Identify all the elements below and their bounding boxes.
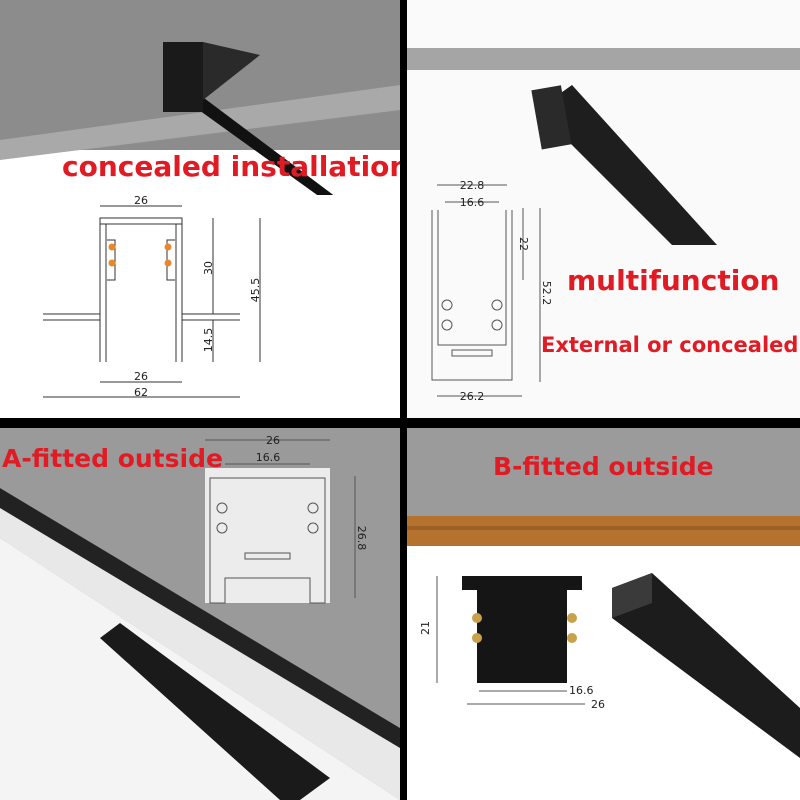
panel-title: B-fitted outside	[493, 452, 714, 481]
panel-title: A-fitted outside	[2, 444, 223, 473]
dim-bottom-width: 26.2	[460, 390, 485, 403]
dim-flange-width: 62	[134, 386, 148, 399]
dim-inner-width: 16.6	[256, 451, 281, 464]
dim-outer-width: 26	[591, 698, 605, 711]
dim-outer-width: 26	[266, 434, 280, 447]
panel-title: concealed installation	[62, 150, 400, 183]
panel-a-fitted-outside: 26 16.6 26.8 A-fitted outside	[0, 428, 400, 800]
dim-height: 26.8	[355, 526, 368, 551]
dim-total-height: 45.5	[249, 278, 262, 303]
dim-lower-height: 14.5	[202, 328, 215, 353]
dim-outer-width: 22.8	[460, 179, 485, 192]
multifunction-photo-and-drawing: 22.8 16.6 22 52.2 26.2	[407, 48, 800, 403]
b-fitted-photo-and-drawing: 21 16.6 26	[407, 428, 800, 758]
dim-bottom-width: 26	[134, 370, 148, 383]
panel-subtitle: External or concealed	[541, 333, 799, 357]
panel-b-fitted-outside: 21 16.6 26 B-fitted outside	[407, 428, 800, 800]
dim-upper-height: 30	[202, 261, 215, 275]
a-fitted-photo-and-drawing: 26 16.6 26.8	[0, 434, 400, 800]
dim-inner-width: 16.6	[460, 196, 485, 209]
panel-multifunction: 22.8 16.6 22 52.2 26.2 multifunction Ext…	[407, 0, 800, 418]
dim-total-height: 52.2	[540, 281, 553, 306]
panel-concealed-installation: 26 30 45.5 14.5 26 62 concealed installa…	[0, 0, 400, 418]
panel-title: multifunction	[567, 264, 780, 297]
dim-inner-width: 16.6	[569, 684, 594, 697]
dim-top-width: 26	[134, 194, 148, 207]
concealed-photo-and-drawing: 26 30 45.5 14.5 26 62	[0, 0, 400, 418]
dim-height: 21	[419, 621, 432, 635]
dim-upper-height: 22	[517, 237, 530, 251]
